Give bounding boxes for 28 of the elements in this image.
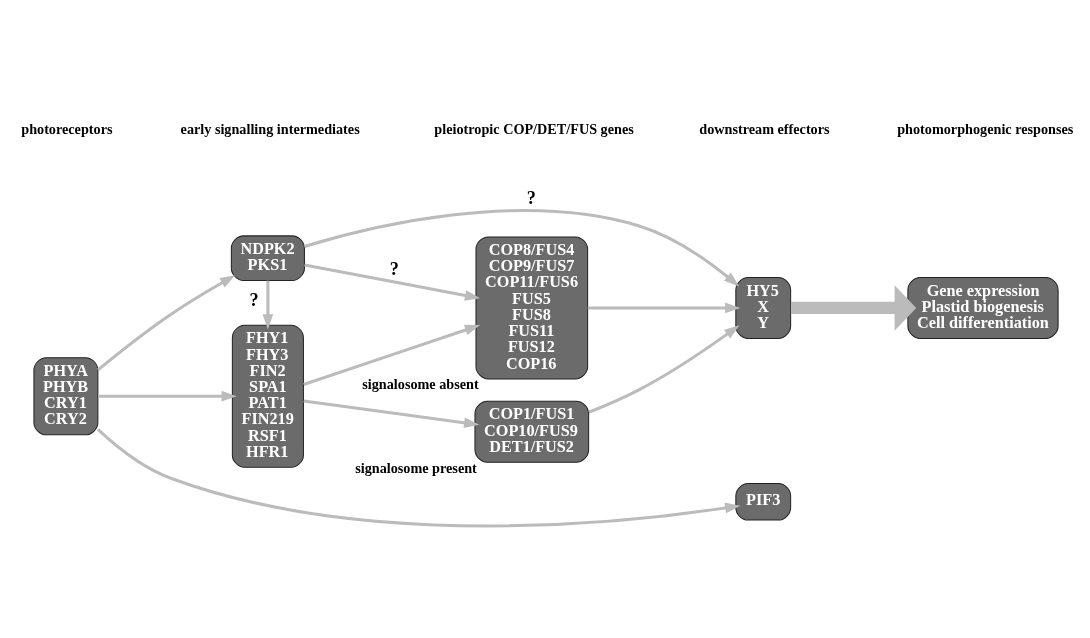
node-box: PHYA PHYB CRY1 CRY2 [33,356,99,435]
arrow [262,280,274,329]
label: early signalling intermediates [180,120,360,137]
label: photoreceptors [21,120,113,137]
node-box: COP8/FUS4 COP9/FUS7 COP11/FUS6 FUS5 FUS8 FUS11 FUS12 COP16 [475,235,589,379]
label: pleiotropic COP/DET/FUS genes [434,120,634,137]
label: downstream effectors [699,120,830,137]
arrow [304,262,481,301]
label: photomorphogenic responses [897,120,1074,137]
arrow [588,324,740,414]
edge-label: ? [526,187,536,208]
arrow [98,390,237,402]
node-label: signalosome present [355,459,477,476]
arrow [587,302,741,313]
node-box: HY5 X Y [735,276,792,339]
arrow [96,427,741,527]
arrow [304,208,740,286]
node-box: NDPK2 PKS1 [230,234,305,281]
node-box: Gene expression Plastid biogenesis Cell differentiation [907,276,1059,339]
edge-label: ? [389,258,399,279]
arrow [303,324,481,386]
node-box: PIF3 [735,482,792,521]
arrow [790,284,917,331]
arrow [97,274,236,371]
node-box: FHY1 FHY3 FIN2 SPA1 PAT1 FIN219 RSF1 HFR1 [231,324,304,468]
arrow [303,398,480,428]
node-box: COP1/FUS1 COP10/FUS9 DET1/FUS2 [474,400,590,463]
edge-label: ? [249,289,259,310]
